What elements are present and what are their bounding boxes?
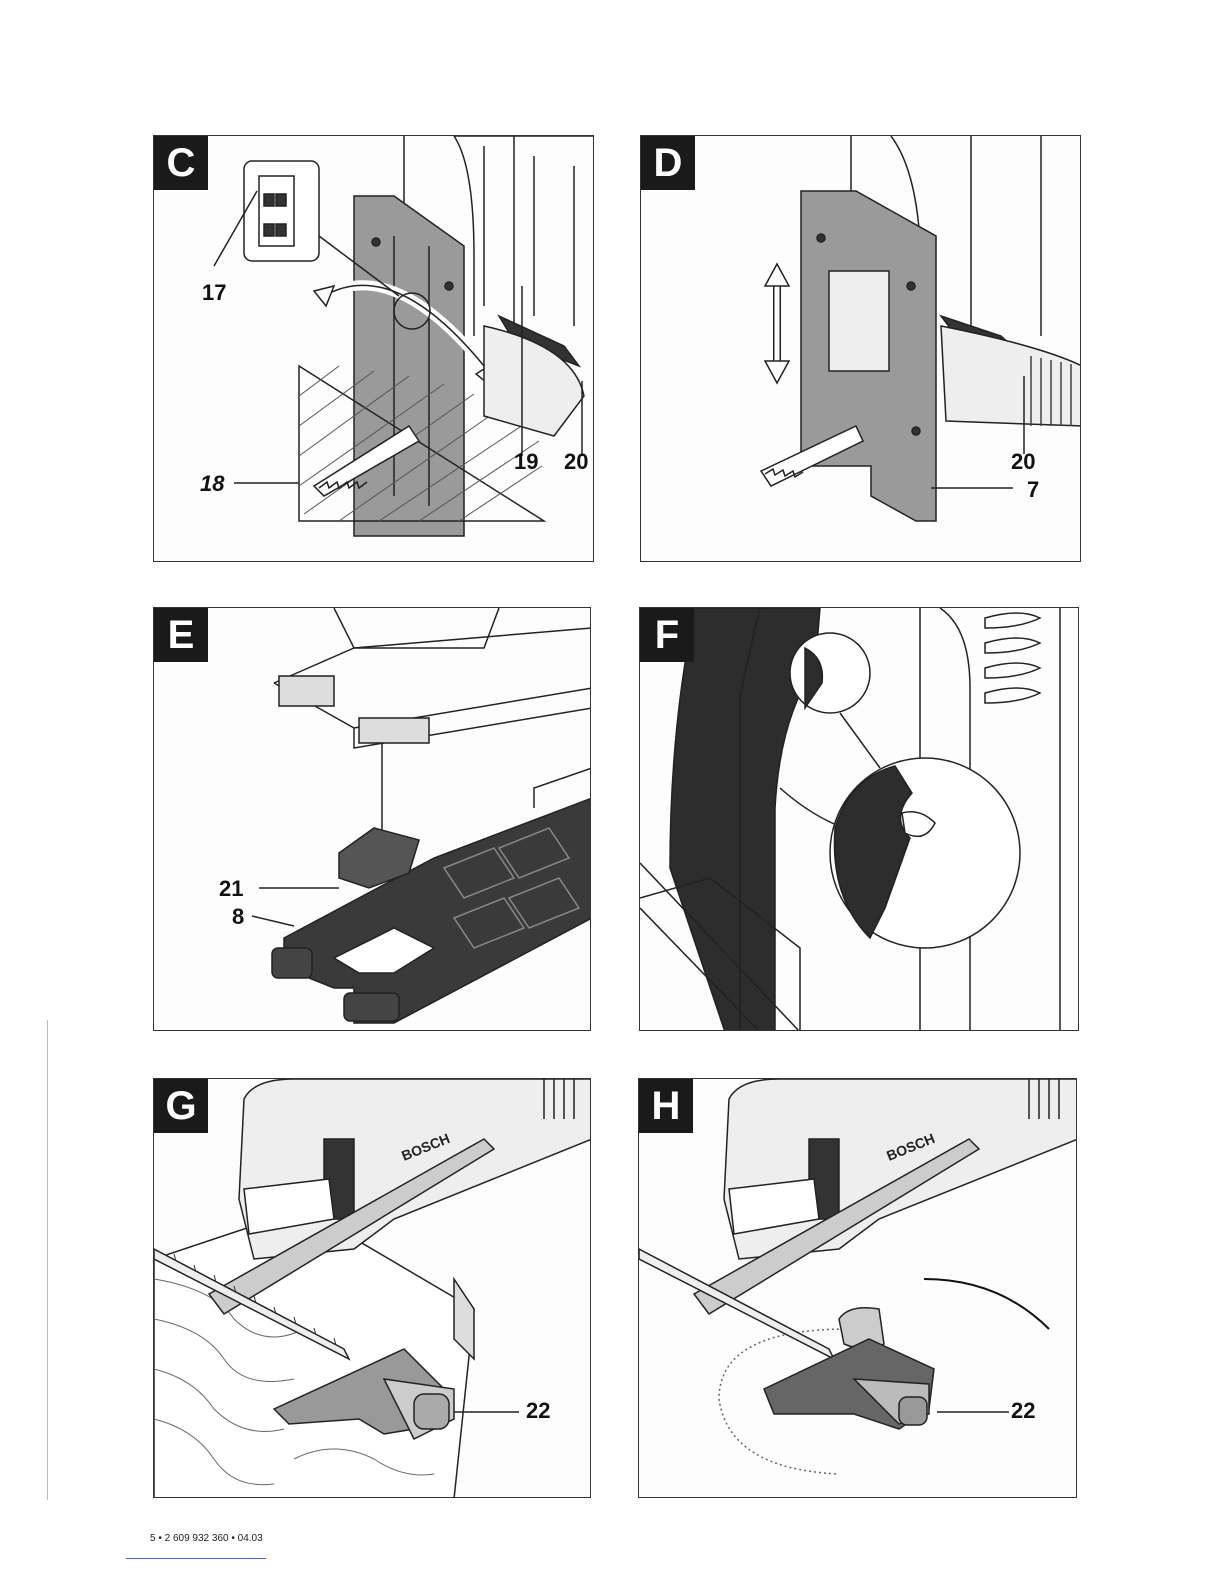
figure-panel-e: E xyxy=(153,607,591,1031)
callout-20: 20 xyxy=(564,449,588,475)
document-code: 5 • 2 609 932 360 • 04.03 xyxy=(150,1533,263,1544)
illustration-parallel-guide-circle: BOSCH xyxy=(639,1079,1077,1498)
illustration-base-plate-shift xyxy=(641,136,1081,562)
panel-letter-e: E xyxy=(154,608,208,662)
callout-19: 19 xyxy=(514,449,538,475)
illustration-bevel-adjustment xyxy=(154,136,594,562)
figure-panel-d: D xyxy=(640,135,1081,562)
callout-8: 8 xyxy=(232,904,244,930)
panel-letter-h: H xyxy=(639,1079,693,1133)
callout-17: 17 xyxy=(202,280,226,306)
panel-letter-g: G xyxy=(154,1079,208,1133)
panel-letter-c: C xyxy=(154,136,208,190)
callout-21: 21 xyxy=(219,876,243,902)
illustration-parallel-guide-straight: BOSCH xyxy=(154,1079,591,1498)
callout-20: 20 xyxy=(1011,449,1035,475)
illustration-anti-splinter-guard xyxy=(154,608,591,1031)
figure-panel-c: C xyxy=(153,135,594,562)
panel-letter-f: F xyxy=(640,608,694,662)
callout-22: 22 xyxy=(1011,1398,1035,1424)
figure-panel-g: G xyxy=(153,1078,591,1498)
figure-panel-h: H BOSCH 22 xyxy=(638,1078,1077,1498)
scan-margin-line xyxy=(47,1020,48,1500)
panel-letter-d: D xyxy=(641,136,695,190)
figure-panel-f: F xyxy=(639,607,1079,1031)
callout-18: 18 xyxy=(200,471,224,497)
illustration-hose-adapter xyxy=(640,608,1079,1031)
callout-22: 22 xyxy=(526,1398,550,1424)
callout-7: 7 xyxy=(1027,477,1039,503)
blue-underline xyxy=(126,1558,266,1559)
